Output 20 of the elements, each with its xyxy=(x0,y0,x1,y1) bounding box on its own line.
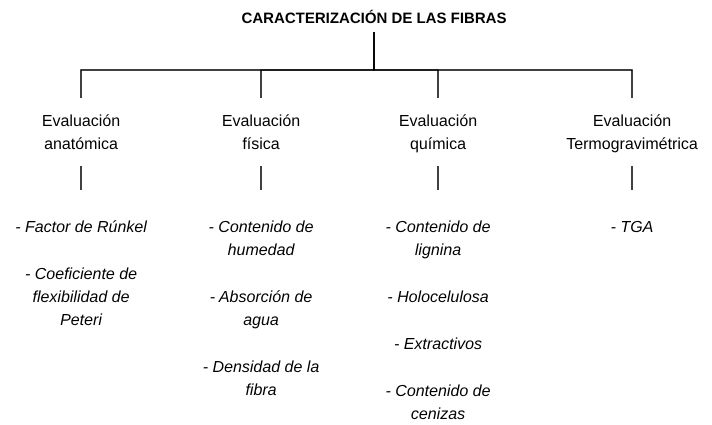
list-item: - Coeficiente de flexibilidad de Peteri xyxy=(24,265,138,331)
connector-line xyxy=(631,166,633,190)
list-item: - Holocelulosa xyxy=(387,288,489,308)
root-heading: CARACTERIZACIÓN DE LAS FIBRAS xyxy=(242,8,506,29)
category-heading: Evaluación física xyxy=(220,112,302,155)
connector-line xyxy=(437,166,439,190)
list-item: - Contenido de cenizas xyxy=(384,382,492,425)
list-item: - Contenido de humedad xyxy=(208,218,314,261)
list-item: - Contenido de lignina xyxy=(384,218,492,261)
connector-line xyxy=(373,32,633,98)
list-item: - TGA xyxy=(610,218,654,238)
list-item: - Extractivos xyxy=(394,335,482,355)
category-heading: Evaluación Termogravimétrica xyxy=(565,112,699,155)
connector-line xyxy=(80,166,82,190)
list-item: - Absorción de agua xyxy=(208,288,314,331)
category-heading: Evaluación química xyxy=(398,112,478,155)
list-item: - Factor de Rúnkel xyxy=(15,218,147,238)
list-item: - Densidad de la fibra xyxy=(202,358,320,401)
category-heading: Evaluación anatómica xyxy=(40,112,122,155)
connector-line xyxy=(260,166,262,190)
